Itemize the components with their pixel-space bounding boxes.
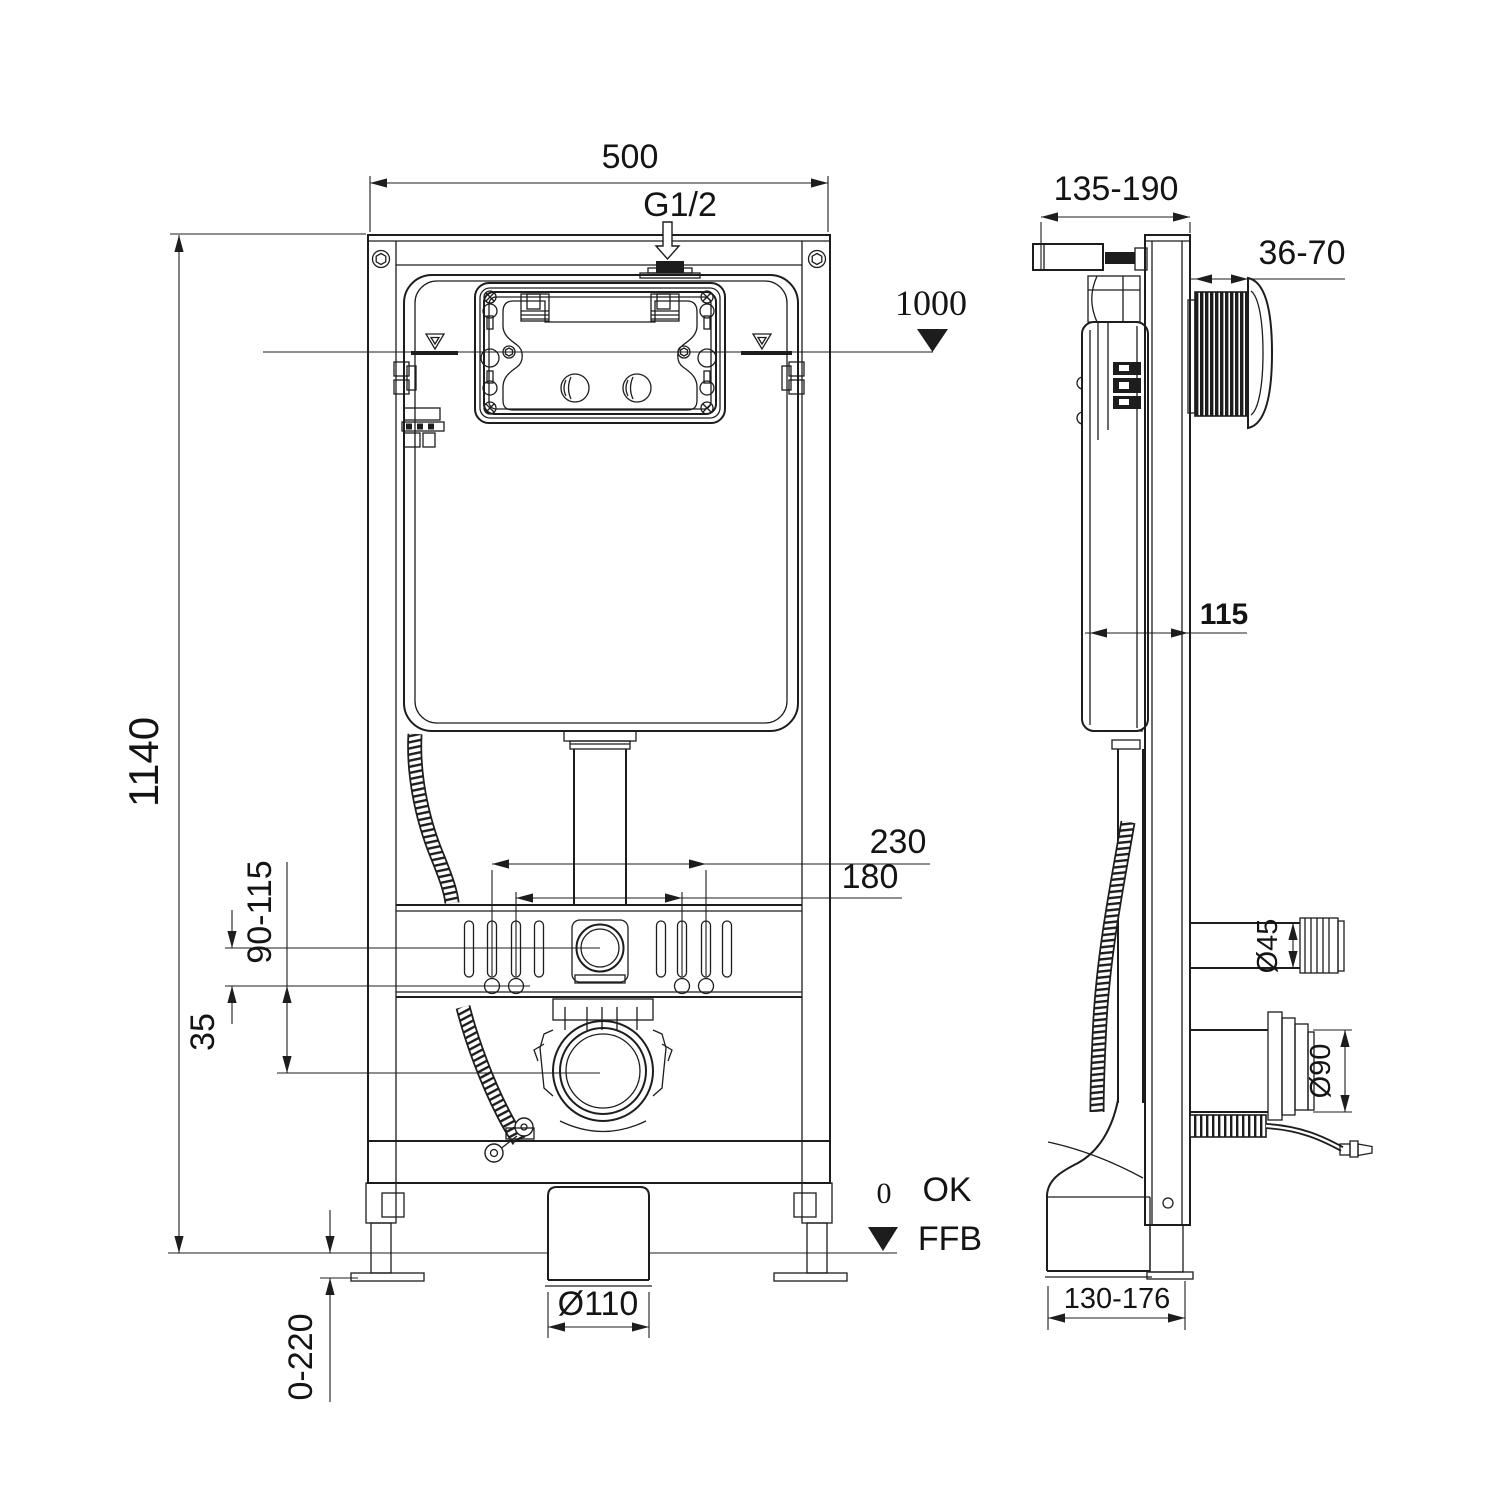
fixing-rail [396, 904, 802, 998]
front-view [168, 234, 897, 1287]
latch-bracket-left [520, 293, 550, 322]
side-flush-pipe [1110, 730, 1144, 1103]
rail-slots [463, 920, 733, 978]
dim-cistern-115: 115 [1085, 598, 1248, 638]
ffb-marker-icon [868, 1227, 898, 1251]
level-annotations: 0 OK FFB [868, 1171, 982, 1258]
dim-label-35: 35 [184, 1013, 222, 1051]
rail-clip-left [393, 361, 417, 395]
dim-height-1140: 1140 [120, 233, 366, 1253]
dim-fixing-230: 230 [491, 823, 930, 976]
dim-label-1140: 1140 [120, 717, 167, 807]
finger-hole-right [622, 373, 652, 403]
dimensions-front: 500 G1/2 1000 1140 230 [120, 138, 982, 1402]
side-view [1032, 234, 1373, 1280]
dim-label-0-220: 0-220 [282, 1314, 320, 1401]
actuator-bellows [1187, 291, 1249, 417]
leg-left [350, 1182, 425, 1282]
side-leg [1146, 1197, 1194, 1280]
cistern-body [403, 274, 799, 732]
connector-blocks [1113, 362, 1141, 409]
flush-pipe [563, 730, 637, 905]
dim-label-36-70: 36-70 [1259, 234, 1346, 272]
drain-outlet-pipe [545, 1186, 652, 1287]
level-marker-icon [917, 329, 948, 352]
dim-inlet-45: Ø45 [1252, 919, 1298, 974]
keyhole-slots-right [697, 290, 717, 415]
drain-assembly [533, 998, 673, 1133]
small-hose [1189, 1114, 1373, 1158]
label-ffb: FFB [918, 1220, 982, 1258]
dim-depth-135-190: 135-190 [1040, 170, 1191, 270]
dim-label-500: 500 [602, 138, 659, 176]
dim-label-45: Ø45 [1252, 919, 1284, 974]
dim-label-110: Ø110 [558, 1285, 639, 1323]
dim-label-90: Ø90 [1305, 1044, 1337, 1099]
access-opening [474, 282, 726, 424]
corrugated-hose-upper [407, 733, 460, 904]
dim-label-180: 180 [842, 858, 899, 896]
label-zero: 0 [877, 1177, 892, 1210]
dim-width-500: 500 [369, 138, 829, 232]
water-inlet-stub [1190, 917, 1345, 974]
g12-arrow-icon [654, 221, 681, 261]
dim-drain-90: Ø90 [1305, 1029, 1352, 1113]
dim-leg-0-220: 0-220 [282, 1210, 358, 1402]
label-ok: OK [922, 1171, 971, 1209]
dim-label-g12: G1/2 [643, 186, 717, 224]
dim-water-level-1000: 1000 [263, 283, 967, 353]
keyhole-slots-left [480, 290, 500, 415]
leg-right [773, 1182, 848, 1282]
corner-screw-left [371, 249, 391, 269]
fill-valve [1076, 275, 1141, 440]
latch-bracket-right [650, 293, 680, 322]
water-fitting [571, 919, 629, 984]
water-inlet-fitting [639, 261, 701, 279]
corner-bracket [401, 407, 445, 448]
dim-label-230: 230 [870, 823, 927, 861]
flush-plate-profile [1247, 276, 1274, 430]
dim-outlet-110: Ø110 [547, 1285, 650, 1338]
dim-label-130-176: 130-176 [1064, 1283, 1170, 1315]
dim-label-90-115: 90-115 [241, 860, 279, 963]
side-corrugated-hose [1089, 820, 1136, 1113]
frame-outline [367, 234, 831, 1184]
dim-base-130-176: 130-176 [1047, 1281, 1186, 1330]
dim-offset-90-115: 90-115 [241, 860, 600, 1074]
finger-hole-left [560, 373, 590, 403]
dim-label-115: 115 [1200, 598, 1248, 631]
drain-outlet-stub [1190, 1011, 1315, 1121]
dim-fixing-180: 180 [515, 858, 902, 976]
level-marks [411, 333, 792, 355]
dim-label-135-190: 135-190 [1054, 170, 1179, 208]
bottom-crossbar [368, 1140, 830, 1184]
bottom-elbow [1045, 1099, 1152, 1278]
dim-inlet-g12: G1/2 [643, 186, 717, 261]
rail-clip-right [781, 361, 805, 395]
inlet-valve-handle [1032, 243, 1148, 271]
dim-label-1000: 1000 [895, 283, 967, 323]
corrugated-hose-lower [455, 1005, 535, 1163]
dim-actuator-36-70: 36-70 [1190, 234, 1345, 284]
dimensions-side: 135-190 36-70 115 Ø45 [1040, 170, 1352, 1330]
corner-screw-right [807, 249, 827, 269]
